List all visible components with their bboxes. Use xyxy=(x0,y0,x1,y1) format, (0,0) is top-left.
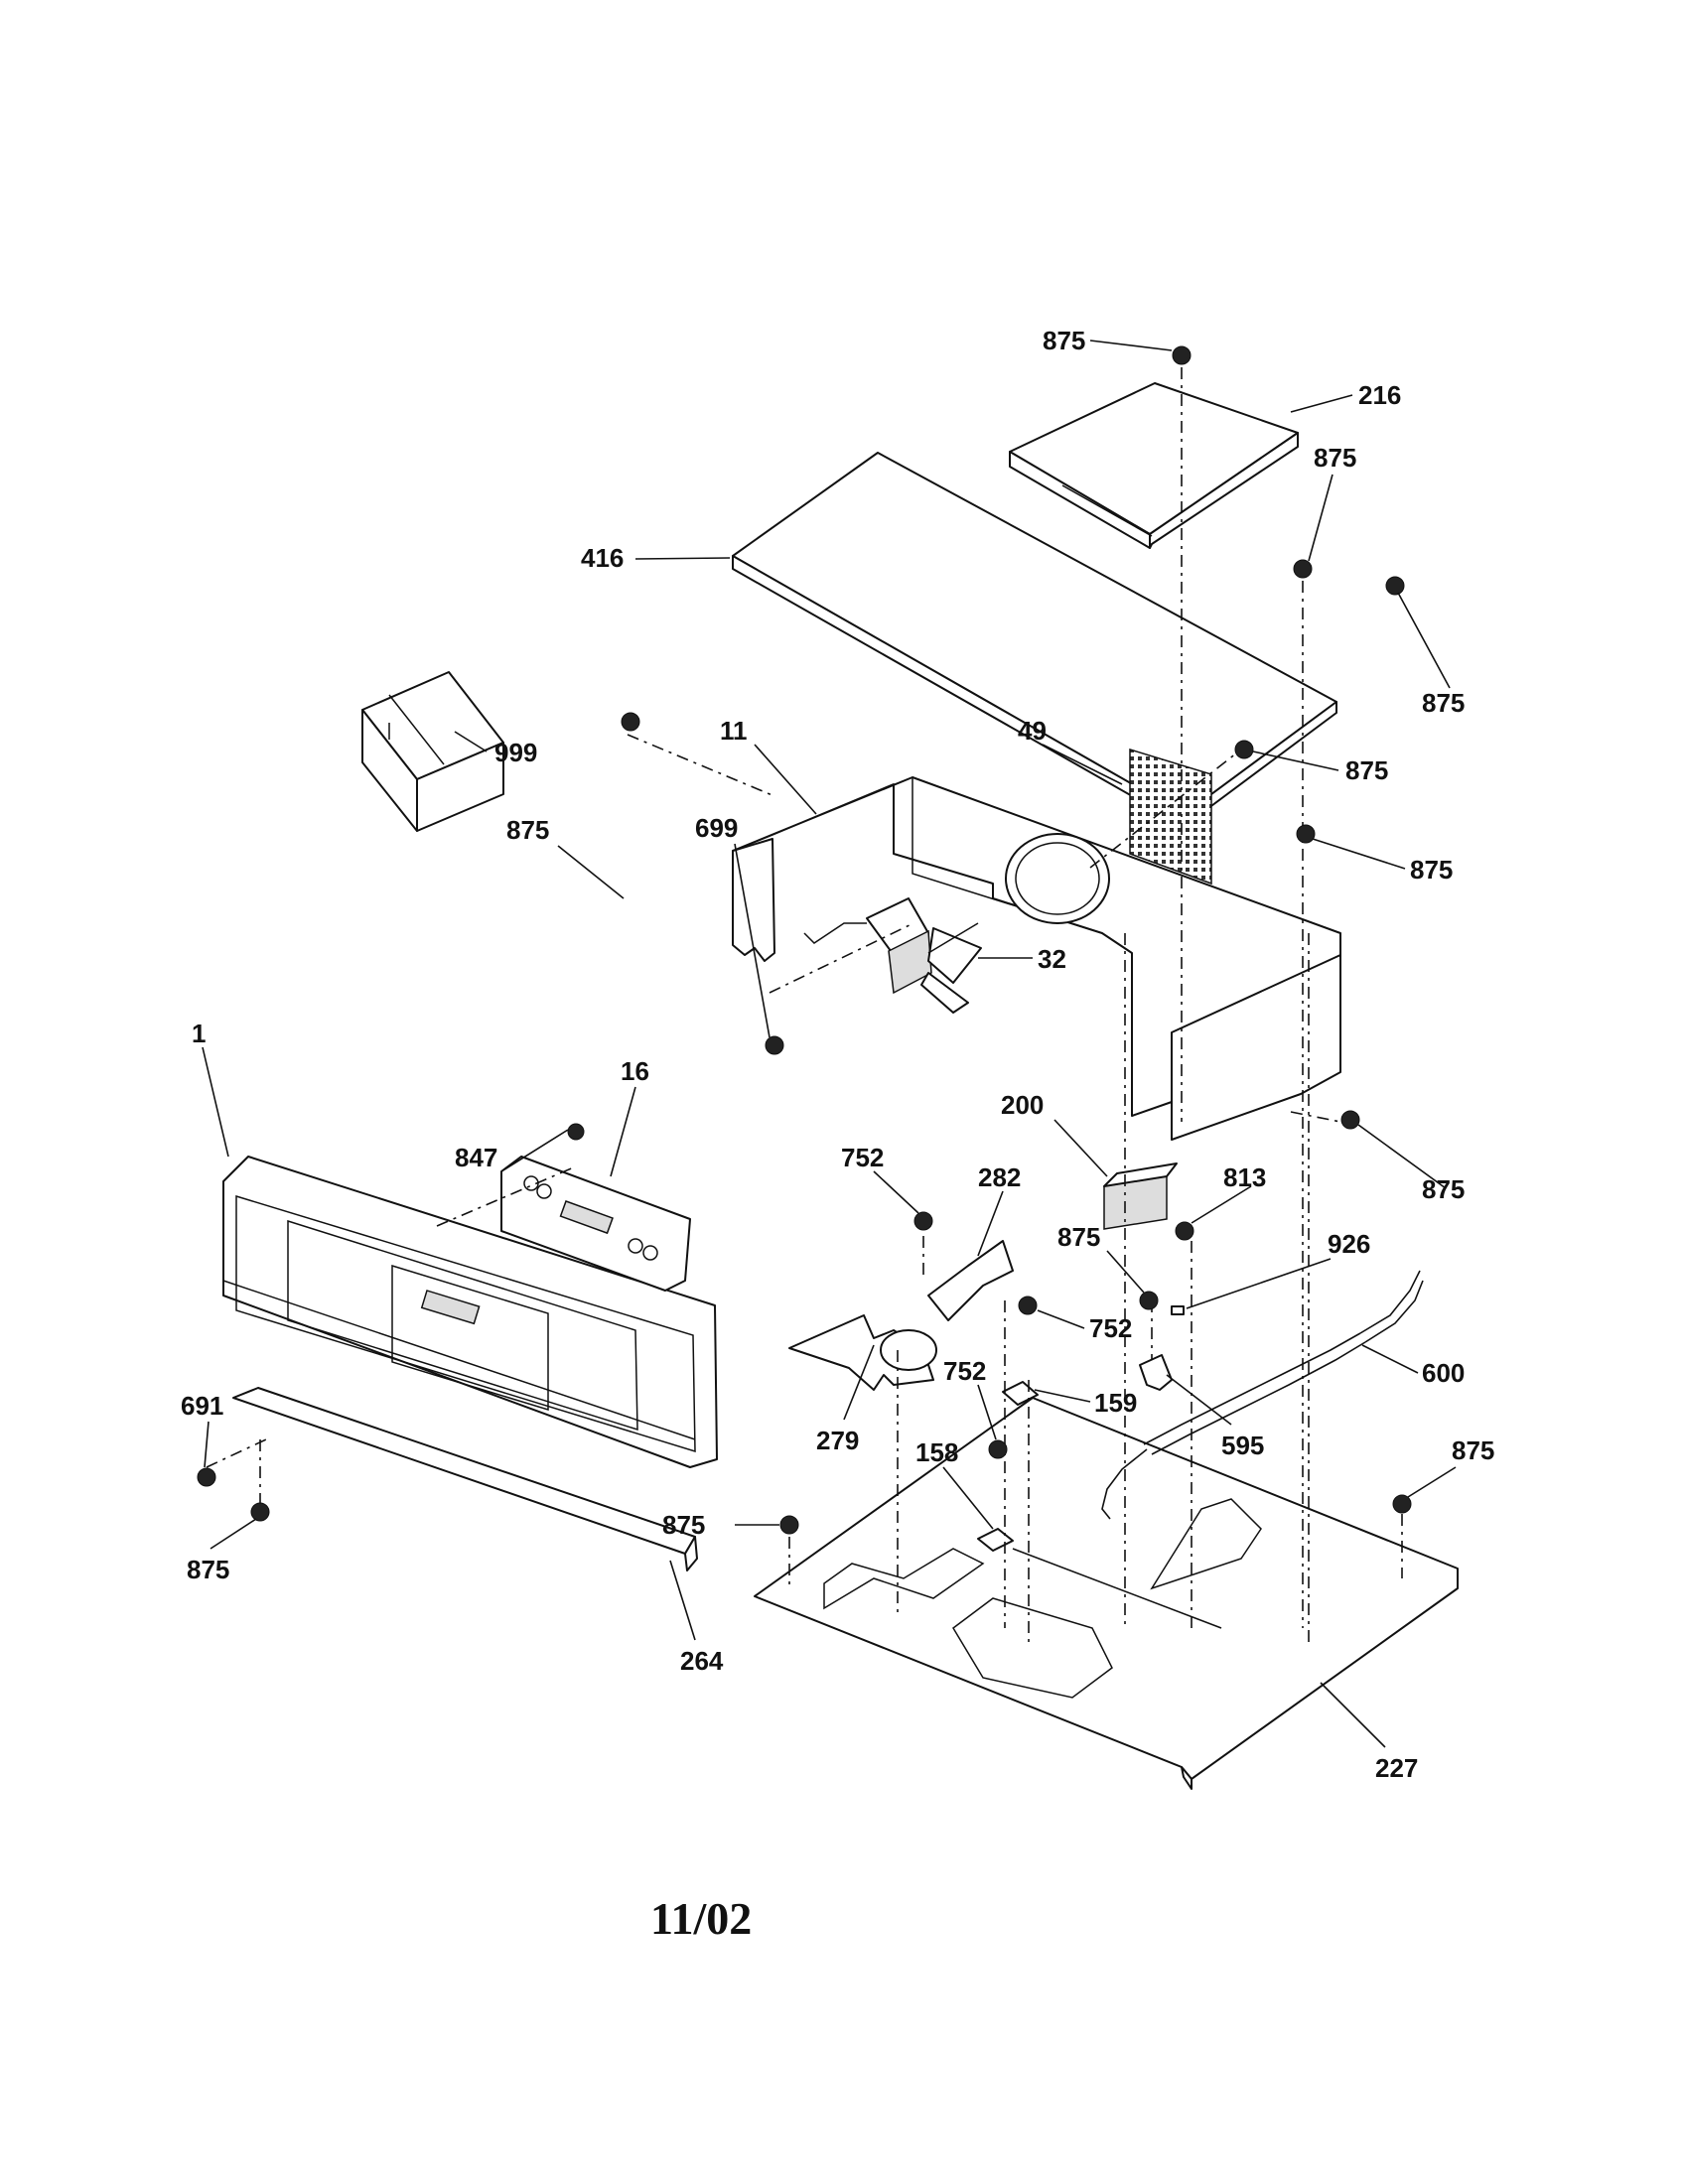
electronic-control-board xyxy=(500,1156,691,1292)
part-labels: 875 216 875 416 875 999 11 49 875 875 69… xyxy=(181,326,1494,1783)
part-label: 264 xyxy=(680,1646,724,1676)
part-label: 200 xyxy=(1001,1090,1044,1120)
screws xyxy=(197,345,1412,1535)
part-label: 926 xyxy=(1328,1229,1370,1259)
part-label: 279 xyxy=(816,1426,859,1455)
part-label: 875 xyxy=(1345,755,1388,785)
parts-box xyxy=(361,671,504,832)
control-panel-trim xyxy=(222,1156,718,1468)
base-pan xyxy=(754,1397,1459,1790)
part-label: 16 xyxy=(621,1056,649,1086)
part-label: 875 xyxy=(1043,326,1085,355)
part-label: 159 xyxy=(1094,1388,1137,1418)
part-label: 875 xyxy=(1410,855,1453,885)
part-label: 595 xyxy=(1221,1431,1264,1460)
part-label: 875 xyxy=(506,815,549,845)
part-label: 1 xyxy=(192,1019,206,1048)
top-cover-panel xyxy=(732,452,1337,827)
part-label: 752 xyxy=(1089,1313,1132,1343)
part-label: 999 xyxy=(494,738,537,767)
blower-assembly xyxy=(788,1240,1014,1391)
part-label: 875 xyxy=(1422,688,1465,718)
mounting-strip xyxy=(232,1387,698,1571)
part-label: 416 xyxy=(581,543,624,573)
cooling-fan-motor xyxy=(803,897,982,1014)
part-label: 875 xyxy=(187,1555,229,1584)
part-label: 875 xyxy=(1452,1435,1494,1465)
part-label: 158 xyxy=(915,1437,958,1467)
part-label: 875 xyxy=(1057,1222,1100,1252)
part-label: 752 xyxy=(943,1356,986,1386)
part-label: 691 xyxy=(181,1391,223,1421)
part-label: 699 xyxy=(695,813,738,843)
leader-lines xyxy=(202,340,1457,1748)
part-label: 49 xyxy=(1018,716,1047,746)
part-label: 282 xyxy=(978,1162,1021,1192)
part-label: 875 xyxy=(662,1510,705,1540)
top-bracket xyxy=(1009,382,1299,549)
insulation-block xyxy=(1103,1162,1178,1230)
part-label: 227 xyxy=(1375,1753,1418,1783)
vent-grille xyxy=(1129,748,1212,886)
part-label: 847 xyxy=(455,1143,497,1172)
power-cord xyxy=(1101,1270,1424,1520)
part-label: 11 xyxy=(720,716,748,746)
part-label: 752 xyxy=(841,1143,884,1172)
housing-shroud xyxy=(732,776,1341,1141)
part-label: 600 xyxy=(1422,1358,1465,1388)
part-label: 875 xyxy=(1422,1174,1465,1204)
part-label: 813 xyxy=(1223,1162,1266,1192)
part-label: 216 xyxy=(1358,380,1401,410)
date-code: 11/02 xyxy=(650,1893,752,1944)
alignment-lines xyxy=(206,367,1403,1648)
part-label: 32 xyxy=(1038,944,1066,974)
part-label: 875 xyxy=(1314,443,1356,473)
